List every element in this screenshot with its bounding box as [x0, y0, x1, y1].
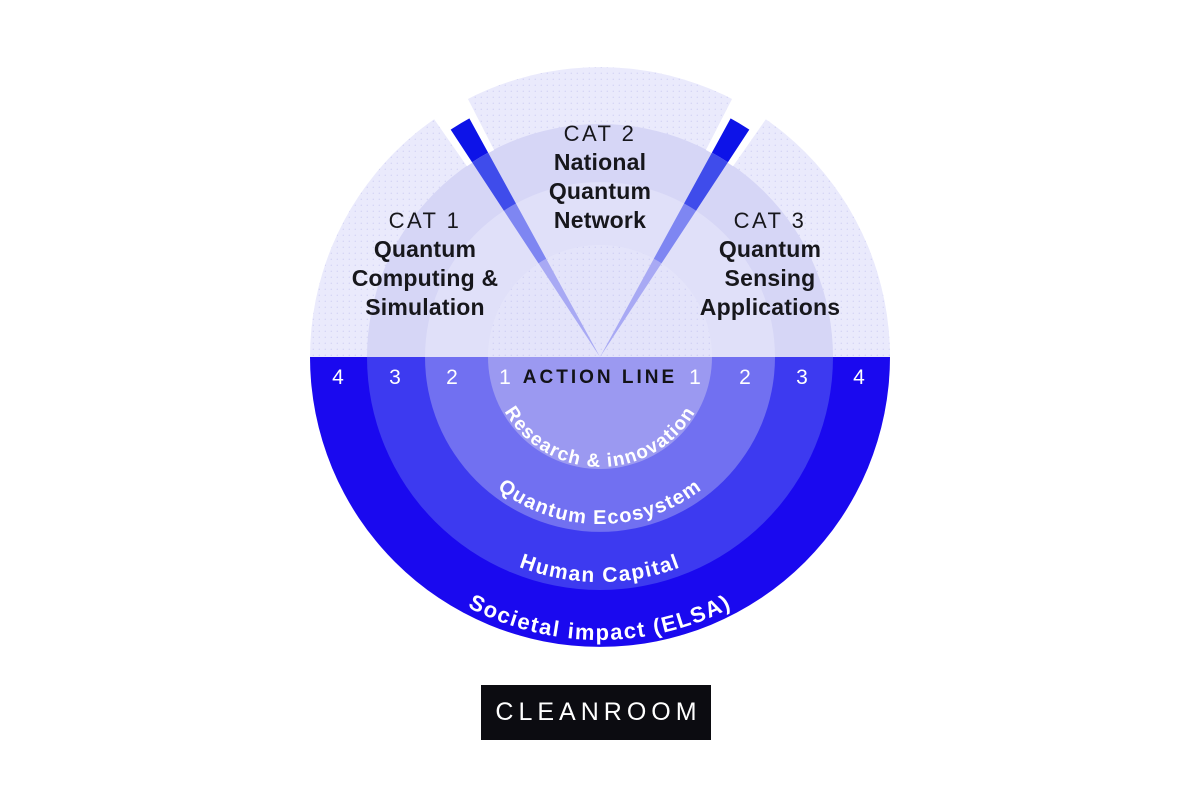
ring-number-left-2: 2 — [446, 366, 458, 389]
ring-number-right-1: 1 — [689, 366, 701, 389]
cat1-title-line: Computing & — [351, 265, 499, 291]
ring-number-left-4: 4 — [332, 366, 344, 389]
divider-right-segment-4 — [711, 118, 750, 163]
cat1-title-line: Simulation — [365, 294, 485, 320]
ring-number-right-4: 4 — [853, 366, 865, 389]
sector-cat3-label-block: CAT 3 Quantum Sensing Applications — [700, 206, 840, 322]
sector-cat2-label-block: CAT 2 National Quantum Network — [549, 119, 651, 235]
divider-left-segment-1 — [538, 258, 600, 357]
cat2-title-line: Network — [553, 207, 647, 233]
divider-right-segment-2 — [653, 203, 697, 264]
ring-number-left-3: 3 — [389, 366, 401, 389]
divider-right-segment-1 — [600, 258, 662, 357]
cat3-title-line: Sensing — [724, 265, 816, 291]
cat2-title-line: Quantum — [548, 178, 652, 204]
cleanroom-label: CLEANROOM — [495, 698, 702, 726]
action-line-label: ACTION LINE — [522, 367, 678, 388]
action-ring-1 — [488, 357, 712, 469]
cat1-kicker: CAT 1 — [388, 208, 462, 233]
dot-texture-inner — [488, 245, 712, 357]
cat2-title-line: National — [553, 149, 647, 175]
divider-left-segment-3 — [472, 152, 516, 211]
sector-cat1-label-block: CAT 1 Quantum Computing & Simulation — [352, 206, 499, 322]
ring-number-left-1: 1 — [499, 366, 511, 389]
ring-number-right-3: 3 — [796, 366, 808, 389]
cat2-kicker: CAT 2 — [563, 121, 637, 146]
ring-number-right-2: 2 — [739, 366, 751, 389]
cat3-kicker: CAT 3 — [733, 208, 807, 233]
cat1-title-line: Quantum — [373, 236, 477, 262]
divider-left-segment-2 — [503, 203, 547, 264]
cat3-title-line: Applications — [699, 294, 841, 320]
cleanroom-box: CLEANROOM — [481, 685, 711, 740]
divider-left-segment-4 — [450, 118, 489, 163]
cat3-title-line: Quantum — [718, 236, 822, 262]
divider-right-segment-3 — [684, 152, 728, 211]
